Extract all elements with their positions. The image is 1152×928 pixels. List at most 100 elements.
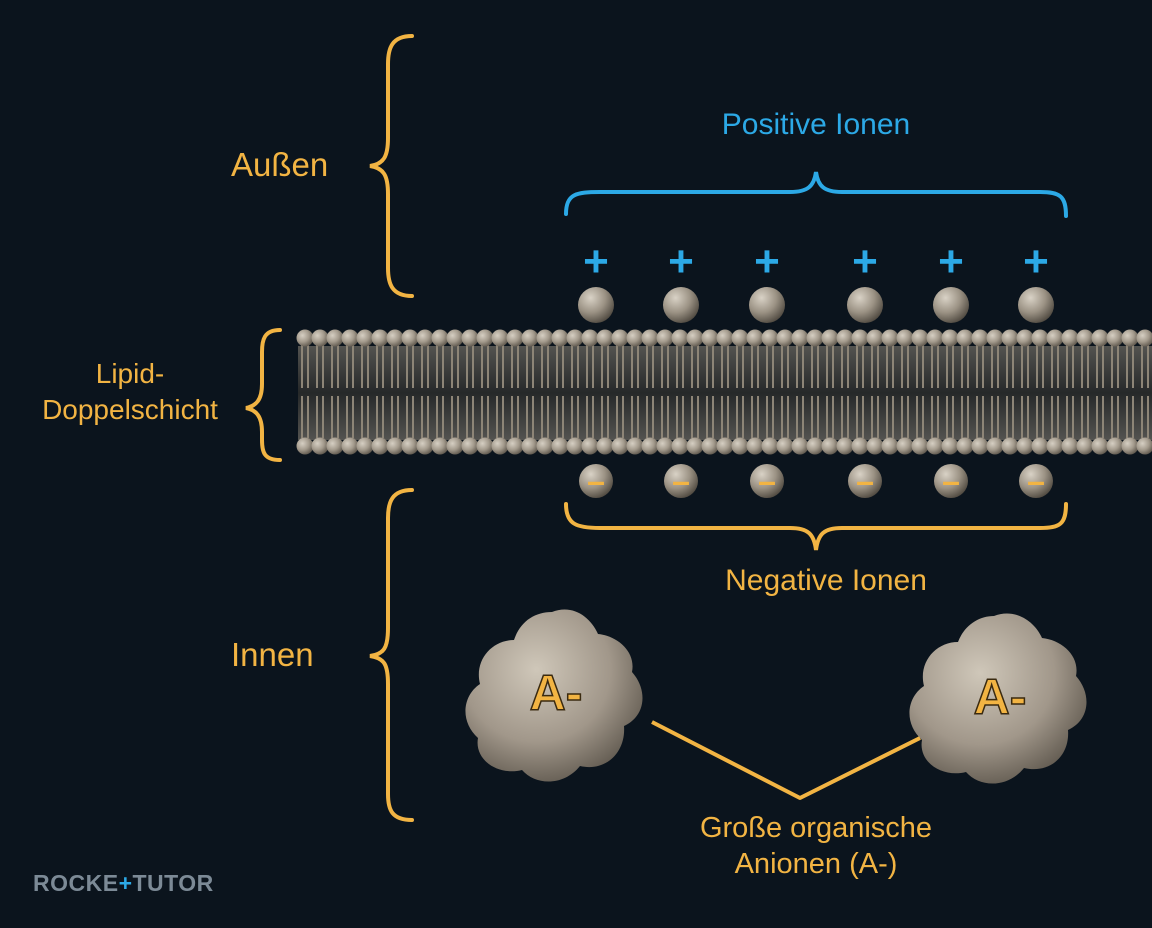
- lipid-tail-upper: [991, 344, 999, 388]
- lipid-tail-lower: [361, 396, 369, 438]
- negative-ion-sphere: [848, 464, 882, 498]
- lipid-head-upper: [776, 329, 794, 347]
- lipid-tail-upper: [511, 344, 519, 388]
- lipid-tail-upper: [526, 344, 534, 388]
- negative-ion: –: [750, 463, 784, 499]
- positive-ion: +: [847, 237, 883, 323]
- lipid-tail-lower: [601, 396, 609, 438]
- lipid-tail-upper: [391, 344, 399, 388]
- minus-sign: –: [1027, 463, 1045, 499]
- lipid-tail-upper: [466, 344, 474, 388]
- lipid-tail-lower: [631, 396, 639, 438]
- plus-sign: +: [668, 237, 694, 286]
- lipid-head-upper: [611, 329, 629, 347]
- lipid-tail-lower: [1141, 396, 1149, 438]
- inside-brace: [369, 488, 414, 822]
- minus-sign: –: [587, 463, 605, 499]
- lipid-tail-upper: [301, 344, 309, 388]
- minus-sign: –: [942, 463, 960, 499]
- lipid-head-upper: [821, 329, 839, 347]
- lipid-tail-lower: [751, 396, 759, 438]
- lipid-head-lower: [806, 437, 824, 455]
- positive-ions-label: Positive Ionen: [721, 108, 911, 141]
- lipid-tail-lower: [811, 396, 819, 438]
- positive-ion: +: [933, 237, 969, 323]
- anion-label-left: A-: [530, 665, 583, 721]
- negative-ions-brace: [564, 502, 1068, 551]
- lipid-head-upper: [701, 329, 719, 347]
- lipid-head-upper: [881, 329, 899, 347]
- lipid-tail-lower: [1126, 396, 1134, 438]
- lipid-tail-upper: [976, 344, 984, 388]
- lipid-head-upper: [686, 329, 704, 347]
- lipid-head-upper: [506, 329, 524, 347]
- lipid-head-lower: [356, 437, 374, 455]
- lipid-tail-lower: [331, 396, 339, 438]
- negative-ion-sphere: [1019, 464, 1053, 498]
- lipid-head-upper: [761, 329, 779, 347]
- lipid-tail-lower: [421, 396, 429, 438]
- anion-blob-left: [465, 609, 643, 782]
- lipid-tail-lower: [616, 396, 624, 438]
- lipid-tail-upper: [766, 344, 774, 388]
- lipid-tail-lower: [481, 396, 489, 438]
- lipid-tail-lower: [526, 396, 534, 438]
- lipid-head-upper: [566, 329, 584, 347]
- lipid-tail-upper: [556, 344, 564, 388]
- anion-connector-lines: [651, 720, 921, 800]
- positive-ion-sphere: [933, 287, 969, 323]
- lipid-head-upper: [431, 329, 449, 347]
- lipid-tail-lower: [571, 396, 579, 438]
- lipid-tail-lower: [916, 396, 924, 438]
- lipid-head-upper: [1016, 329, 1034, 347]
- plus-sign: +: [754, 237, 780, 286]
- lipid-tail-lower: [301, 396, 309, 438]
- organic-anions-label: Große organische Anionen (A-): [656, 810, 976, 882]
- lipid-head-upper: [836, 329, 854, 347]
- lipid-tail-upper: [331, 344, 339, 388]
- anions-label-line2: Anionen (A-): [734, 848, 898, 880]
- lipid-head-upper: [491, 329, 509, 347]
- lipid-tail-lower: [871, 396, 879, 438]
- lipid-head-lower: [911, 437, 929, 455]
- lipid-tail-upper: [1126, 344, 1134, 388]
- plus-sign: +: [938, 237, 964, 286]
- lipid-head-lower: [296, 437, 314, 455]
- lipid-head-lower: [971, 437, 989, 455]
- lipid-head-upper: [971, 329, 989, 347]
- lipid-tail-upper: [811, 344, 819, 388]
- lipid-head-upper: [671, 329, 689, 347]
- lipid-head-lower: [1031, 437, 1049, 455]
- lipid-tail-lower: [931, 396, 939, 438]
- lipid-head-lower: [416, 437, 434, 455]
- lipid-head-lower: [581, 437, 599, 455]
- negative-ion-sphere: [579, 464, 613, 498]
- negative-ion: –: [579, 463, 613, 499]
- lipid-tail-upper: [601, 344, 609, 388]
- minus-sign: –: [856, 463, 874, 499]
- lipid-head-lower: [866, 437, 884, 455]
- lipid-tail-lower: [1006, 396, 1014, 438]
- lipid-tail-lower: [901, 396, 909, 438]
- lipid-head-lower: [776, 437, 794, 455]
- lipid-head-upper: [476, 329, 494, 347]
- lipid-head-upper: [356, 329, 374, 347]
- lipid-tail-upper: [961, 344, 969, 388]
- lipid-tail-upper: [316, 344, 324, 388]
- lipid-tail-lower: [1051, 396, 1059, 438]
- lipid-head-lower: [476, 437, 494, 455]
- lipid-head-lower: [926, 437, 944, 455]
- lipid-tail-upper: [496, 344, 504, 388]
- lipid-tail-lower: [511, 396, 519, 438]
- lipid-head-lower: [686, 437, 704, 455]
- lipid-head-upper: [716, 329, 734, 347]
- lipid-head-upper: [401, 329, 419, 347]
- lipid-tail-upper: [931, 344, 939, 388]
- lipid-tail-lower: [691, 396, 699, 438]
- lipid-tail-lower: [676, 396, 684, 438]
- lipid-head-upper: [731, 329, 749, 347]
- lipid-tail-lower: [586, 396, 594, 438]
- lipid-tail-upper: [406, 344, 414, 388]
- negative-ions: ––––––: [579, 463, 1053, 499]
